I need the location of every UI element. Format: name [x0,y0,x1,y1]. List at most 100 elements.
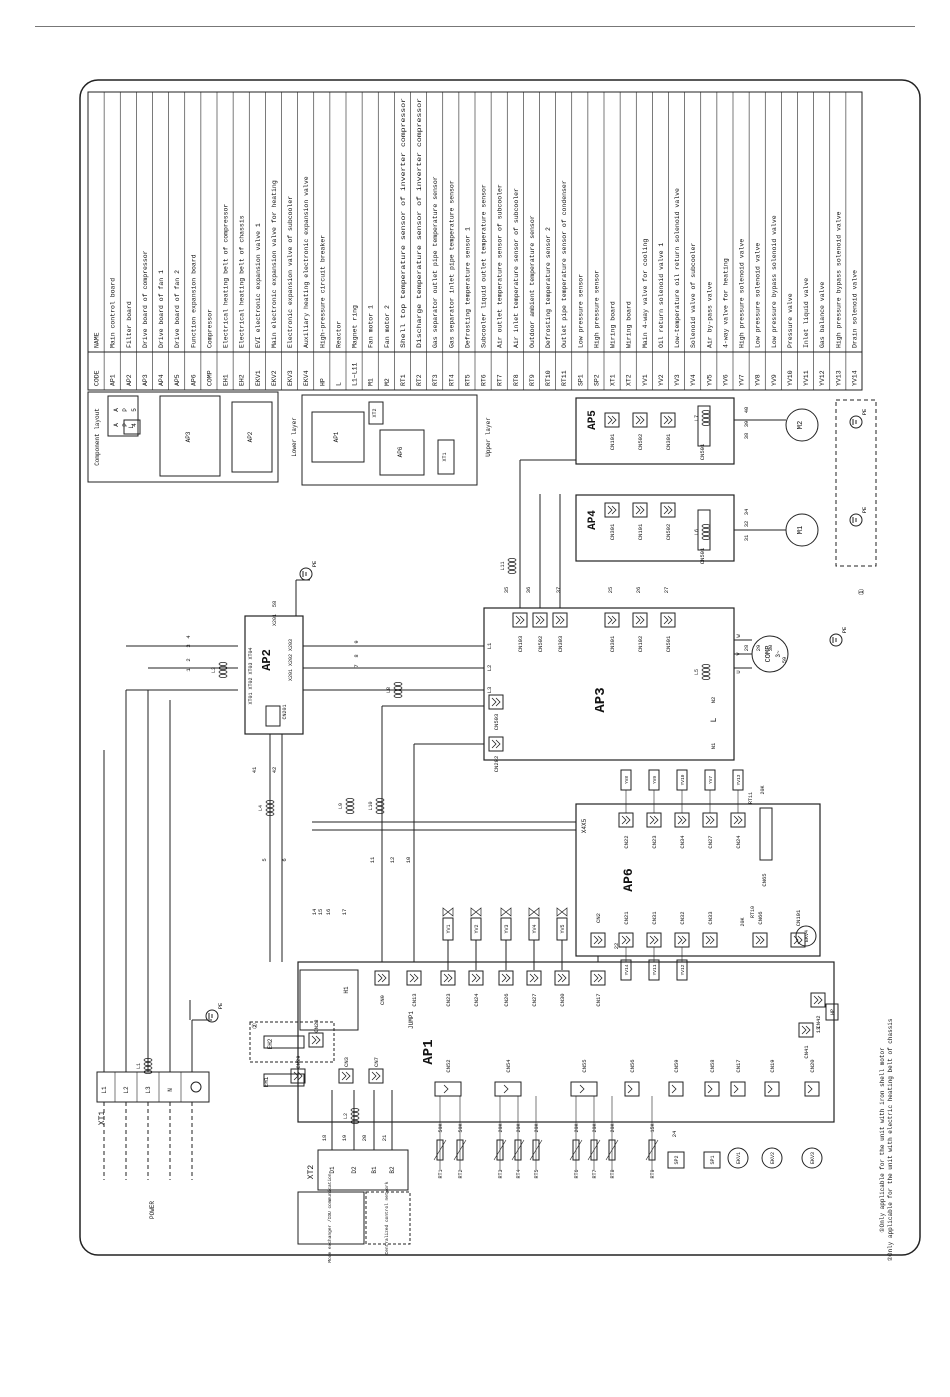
legend-code: L [335,382,342,386]
legend-code: COMP [206,370,213,386]
legend-name: Air outlet temperature sensor of subcool… [497,184,504,348]
wire-number: 26 [635,587,642,594]
stack-letter: P [122,408,129,412]
ap6-valve: YV9 [652,776,658,784]
legend-name: High-pressure circuit breaker [319,235,326,348]
xt1-terminal: L1 [101,1086,108,1094]
ap3-connector-label: CN502 [537,636,544,653]
legend-name: Fan motor 1 [368,305,375,348]
sensor-value: 20K [534,1123,540,1132]
ap1-connector-label: CN23 [445,993,452,1006]
ap1-connector-label: CN17 [735,1059,742,1072]
wire-number: 34 [743,508,750,515]
wire-number: 2 [185,658,192,661]
legend-name: Wiring board [626,301,633,348]
ap1-connector-label: CN13 [411,993,418,1006]
ap6-connector [730,812,746,828]
wire-number: 19 [341,1135,348,1142]
legend-code: YV7 [739,374,746,386]
legend-code: M2 [384,378,391,386]
legend-code: RT1 [400,374,407,386]
ap6-connector-label: CN66 [757,911,764,924]
xt1-terminal: L2 [123,1086,130,1094]
sensor-name: RT10 [750,906,756,918]
ap6-connector [752,932,768,948]
legend-name: Defrosting temperature sensor 2 [545,227,552,348]
sensor-name: RT1 [438,1169,444,1178]
ap1-connector [468,970,484,986]
ap6-valve: YV8 [624,776,630,784]
legend-code: YV3 [674,374,681,386]
ring-label: L7 [694,415,700,421]
ap6-valve: YV12 [680,964,686,975]
ap4-connector-label: CN101 [637,523,644,540]
temperature-sensors: RT150KRT250KRT320KRT420KRT520KRT620KRT72… [433,785,766,1179]
sensor-value: 20K [574,1123,580,1132]
wire-number: 7 [353,664,360,667]
ap3-connector [632,612,648,628]
legend-name: Subcooler liquid outlet temperature sens… [481,184,488,348]
ap3-connector [512,612,528,628]
compressor: COMP 3~ [751,635,789,673]
ap1-connector-label: CN59 [673,1059,680,1072]
ap4-connector [604,502,620,518]
wire-number: 20 [361,1135,368,1142]
ap6-connector-label: CN22 [623,835,630,848]
legend-name: Air inlet temperature sensor of subcoole… [513,188,520,348]
legend-code: XT2 [626,374,633,386]
sensor-name: RT2 [458,1169,464,1178]
wire-number: 10 [405,857,412,864]
layout-ap2: AP2 [247,431,254,442]
ap6-valve: YV10 [680,774,686,785]
ap1-connector [590,970,606,986]
ap1-label: AP1 [421,1039,437,1064]
ap1-connector [498,970,514,986]
legend-code: EH1 [223,374,230,386]
wire-number: 37 [555,587,562,594]
legend-name: Defrosting temperature sensor 1 [464,227,471,348]
layout-lower-label: Lower layer [291,417,298,457]
legend-code: RT9 [529,374,536,386]
wiring [126,419,786,1020]
ap1-connector [290,1068,306,1084]
pe-label: PE [217,1002,224,1009]
wire-number: 18 [321,1135,328,1142]
ap3-connector-label: CN301 [609,635,616,652]
legend-name: Magnet ring [352,305,359,348]
legend-code: RT10 [545,370,552,386]
ring-label: L2 [343,1113,349,1119]
ap3-connector-label: CN103 [517,636,524,653]
ap3-connector-label: CN102 [637,636,644,653]
ring-label: L8 [386,687,392,693]
ap6-board: AP6 X4X5 CN22YV8CN23YV9CN34YV10CN27YV7CN… [575,769,821,981]
ap2-label: AP2 [260,649,274,671]
ring-label: L10 [368,801,374,810]
ap6-connector-label: CN33 [707,911,714,924]
legend-code: RT2 [416,374,423,386]
wire-number: 8 [353,654,360,657]
wire-number: 12 [389,857,396,864]
wire-number: 59 [781,657,788,664]
ap3-terminal: L1 [486,642,493,649]
eev: EKV4 [804,930,810,942]
legend-name: Oil return solenoid valve 1 [658,243,665,348]
eh2-label: EH2 [267,1038,274,1049]
ap3-connector [604,612,620,628]
wire-number: 31 [743,534,750,541]
ap5-connector [632,412,648,428]
legend-name: Inlet liquid valve [803,278,810,348]
eev: EKV3 [810,1152,816,1164]
legend-code: RT3 [432,374,439,386]
eev: EKV1 [736,1152,742,1164]
ap6-connector [618,812,634,828]
note-marker-2: ② [251,1023,260,1029]
ap1-connector [308,1032,324,1048]
ap3-terminal: N2 [710,697,717,704]
ap1-valve: YV3 [504,924,510,933]
legend-name: Low pressure sensor [577,274,584,348]
ap3-connector [552,612,568,628]
